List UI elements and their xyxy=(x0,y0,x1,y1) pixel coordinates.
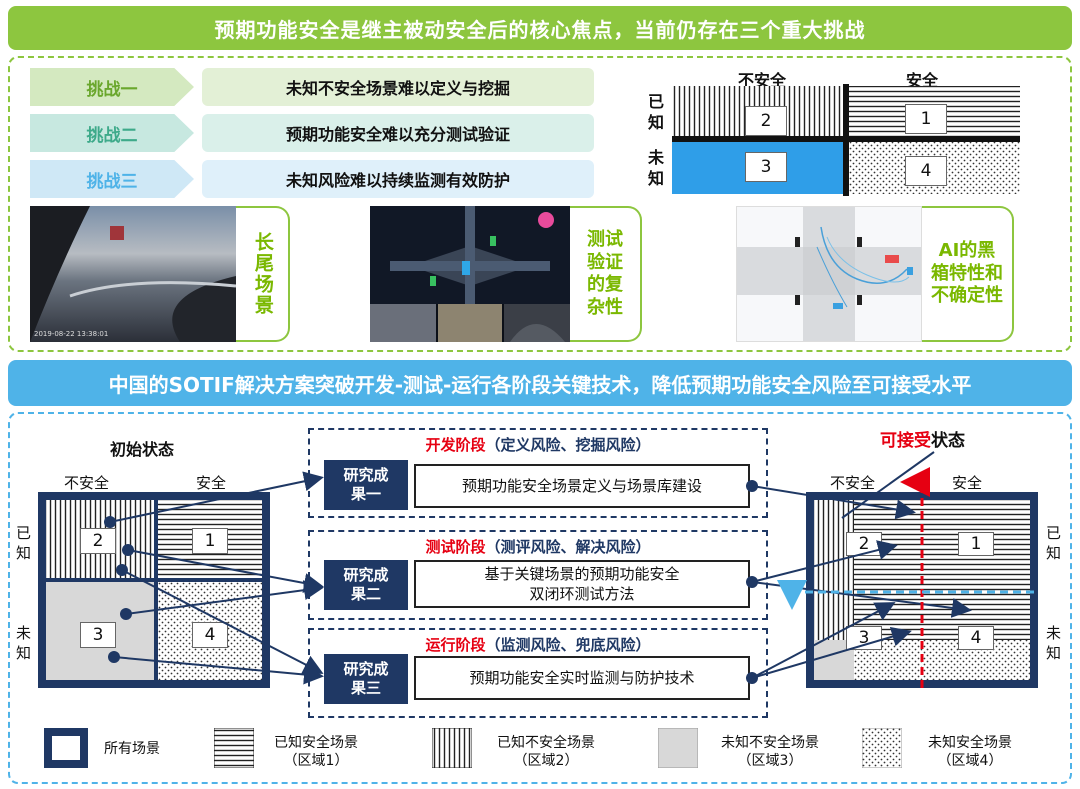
initial-row-known: 已知 xyxy=(16,524,32,562)
initial-cell-4: 4 xyxy=(192,622,228,648)
legend-unknown-unsafe: 未知不安全场景（区域3） xyxy=(721,735,819,770)
solution-panel xyxy=(8,412,1072,784)
tq-col-unsafe: 不安全 xyxy=(738,71,787,90)
initial-cell-3: 3 xyxy=(80,622,116,648)
test-stage-box: 测试阶段（测评风险、解决风险） xyxy=(308,530,768,620)
final-cell-2: 2 xyxy=(846,532,882,556)
top-quadrant-diagram xyxy=(672,84,1020,196)
top-banner: 预期功能安全是继主被动安全后的核心焦点，当前仍存在三个重大挑战 xyxy=(8,6,1072,50)
result-2-text: 基于关键场景的预期功能安全 双闭环测试方法 xyxy=(414,560,750,608)
test-complexity-tag: 测试验证的复杂性 xyxy=(570,206,642,342)
tq-row-unknown: 未知 xyxy=(648,148,665,188)
final-row-known: 已知 xyxy=(1046,524,1062,562)
test-sim-photo xyxy=(370,206,570,342)
result-3-box: 研究成果三 xyxy=(324,654,408,704)
result-3-text: 预期功能安全实时监测与防护技术 xyxy=(414,656,750,700)
ai-blackbox-photo xyxy=(736,206,922,342)
long-tail-tag: 长尾场景 xyxy=(236,206,290,342)
initial-title: 初始状态 xyxy=(110,440,175,459)
mid-banner: 中国的SOTIF解决方案突破开发-测试-运行各阶段关键技术，降低预期功能安全风险… xyxy=(8,360,1072,406)
legend-all-swatch xyxy=(44,728,88,768)
legend-unknown-safe: 未知安全场景（区域4） xyxy=(928,735,1012,770)
legend-all-label: 所有场景 xyxy=(104,741,160,757)
challenge-3-text: 未知风险难以持续监测有效防护 xyxy=(202,160,594,198)
final-col-safe: 安全 xyxy=(952,474,983,492)
result-1-box: 研究成果一 xyxy=(324,460,408,510)
final-quadrant xyxy=(806,492,1038,688)
challenge-2-text: 预期功能安全难以充分测试验证 xyxy=(202,114,594,152)
tq-cell-2: 2 xyxy=(745,106,787,136)
final-row-unknown: 未知 xyxy=(1046,624,1062,662)
initial-row-unknown: 未知 xyxy=(16,624,32,662)
initial-quadrant xyxy=(38,492,270,688)
dev-stage-title: 开发阶段（定义风险、挖掘风险） xyxy=(425,436,651,454)
tq-cell-1: 1 xyxy=(905,104,947,134)
challenge-2-label: 挑战二 xyxy=(30,114,194,152)
test-complexity-text: 测试验证的复杂性 xyxy=(587,229,623,318)
initial-col-safe: 安全 xyxy=(196,474,227,492)
final-cell-1: 1 xyxy=(958,532,994,556)
initial-cell-1: 1 xyxy=(192,528,228,554)
photo-timestamp: 2019-08-22 13:38:01 xyxy=(34,330,109,338)
challenges-panel xyxy=(8,56,1072,352)
test-stage-title: 测试阶段（测评风险、解决风险） xyxy=(425,538,651,556)
challenge-3-label: 挑战三 xyxy=(30,160,194,198)
legend-known-unsafe: 已知不安全场景（区域2） xyxy=(497,735,595,770)
legend-known-safe-swatch xyxy=(214,728,254,768)
long-tail-photo: 2019-08-22 13:38:01 xyxy=(30,206,236,342)
final-title: 可接受状态 xyxy=(880,431,965,451)
final-cell-4: 4 xyxy=(958,626,994,650)
result-1-text: 预期功能安全场景定义与场景库建设 xyxy=(414,464,750,508)
legend-unknown-unsafe-swatch xyxy=(658,728,698,768)
final-col-unsafe: 不安全 xyxy=(830,474,876,492)
result-2-box: 研究成果二 xyxy=(324,560,408,610)
tq-row-known: 已知 xyxy=(648,92,665,132)
ai-blackbox-tag: AI的黑箱特性和不确定性 xyxy=(922,206,1014,342)
legend-unknown-safe-swatch xyxy=(862,728,902,768)
final-cell-3: 3 xyxy=(846,626,882,650)
initial-col-unsafe: 不安全 xyxy=(64,474,110,492)
legend-known-unsafe-swatch xyxy=(432,728,472,768)
legend-known-safe: 已知安全场景（区域1） xyxy=(274,735,358,770)
challenge-1-label: 挑战一 xyxy=(30,68,194,106)
challenge-1-text: 未知不安全场景难以定义与挖掘 xyxy=(202,68,594,106)
tq-cell-4: 4 xyxy=(905,156,947,186)
run-stage-title: 运行阶段（监测风险、兜底风险） xyxy=(425,636,651,654)
tq-col-safe: 安全 xyxy=(906,71,939,90)
tq-cell-3: 3 xyxy=(745,152,787,182)
ai-blackbox-text: AI的黑箱特性和不确定性 xyxy=(931,240,1003,307)
initial-cell-2: 2 xyxy=(80,528,116,554)
dev-stage-box: 开发阶段（定义风险、挖掘风险） xyxy=(308,428,768,518)
